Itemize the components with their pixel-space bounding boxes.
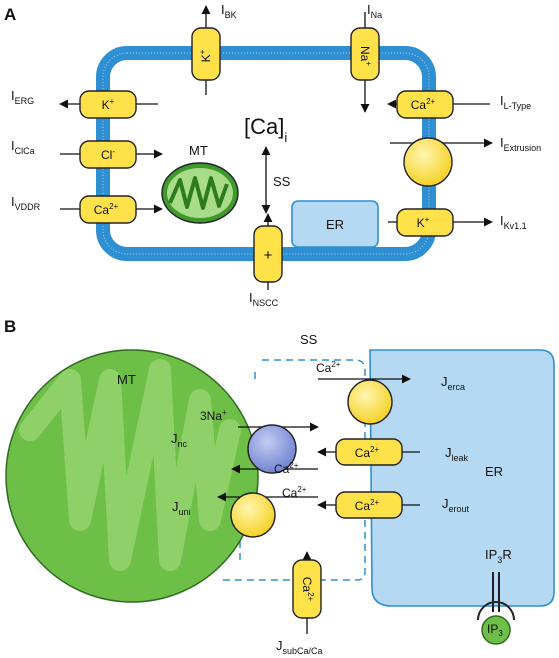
vddr-channel: Ca2+ xyxy=(60,195,163,224)
uni-pump xyxy=(217,492,318,538)
i-erg-label: IERG xyxy=(11,88,34,106)
bk-ion-label: K+ xyxy=(198,49,213,62)
panel-a-letter: A xyxy=(4,5,16,24)
erout-ion-label: Ca2+ xyxy=(355,498,380,513)
ss-dashed-region xyxy=(220,359,366,581)
ss-label-a: SS xyxy=(273,174,291,189)
ss-label-b: SS xyxy=(300,332,318,347)
ip3r-label: IP3R xyxy=(485,547,512,565)
ltype-channel: Ca2+ xyxy=(387,90,490,119)
j-nc-label: Jnc xyxy=(171,431,188,449)
i-extrusion-label: IExtrusion xyxy=(500,135,541,153)
ca-i-label: [Ca]i xyxy=(244,114,287,145)
panel-b-letter: B xyxy=(4,317,16,336)
er-a xyxy=(291,200,379,248)
kv-ion-label: K+ xyxy=(417,215,430,230)
ltype-ion-label: Ca2+ xyxy=(411,97,436,112)
ip3-receptor xyxy=(477,572,515,645)
nc-exchanger xyxy=(231,422,319,474)
kv-channel: K+ xyxy=(388,208,493,237)
mitochondrion-b xyxy=(5,349,259,603)
erca-ion-label: Ca2+ xyxy=(316,360,341,375)
erg-channel: K+ xyxy=(59,90,158,119)
extrusion-pump xyxy=(390,137,493,187)
mt-label-b: MT xyxy=(117,372,136,387)
j-leak-label: Jleak xyxy=(445,445,469,463)
i-na-label: INa xyxy=(367,2,382,20)
leak-ion-label: Ca2+ xyxy=(355,445,380,460)
erca-pump xyxy=(318,374,411,425)
na-channel: Na+ xyxy=(350,12,380,113)
subca-channel: Ca2+ xyxy=(292,551,322,634)
er-label-b: ER xyxy=(485,464,503,479)
leak-channel: Ca2+ xyxy=(317,438,420,466)
nscc-ion-label: + xyxy=(264,247,273,264)
i-ltype-label: IL-Type xyxy=(500,93,531,111)
vddr-ion-label: Ca2+ xyxy=(94,202,119,217)
nscc-channel: + xyxy=(253,213,283,290)
i-bk-label: IBK xyxy=(221,2,237,20)
clca-channel: Cl- xyxy=(60,140,163,169)
er-label-a: ER xyxy=(326,217,344,232)
erg-ion-label: K+ xyxy=(102,97,115,112)
i-kv-label: IKv1.1 xyxy=(500,213,527,231)
uni-ca-label: Ca2+ xyxy=(282,485,307,500)
i-nscc-label: INSCC xyxy=(249,290,279,308)
bk-channel: K+ xyxy=(191,5,221,95)
erout-channel: Ca2+ xyxy=(317,491,420,519)
j-uni-label: Juni xyxy=(172,499,191,517)
j-subca-label: JsubCa/Ca xyxy=(276,638,323,656)
clca-ion-label: Cl- xyxy=(101,147,115,162)
subca-ion-label: Ca2+ xyxy=(300,577,315,602)
er-b xyxy=(369,349,555,607)
ip3-label: IP3 xyxy=(487,622,503,638)
nc-ca-label: Ca2+ xyxy=(274,461,299,476)
i-clca-label: IClCa xyxy=(11,138,35,156)
i-vddr-label: IVDDR xyxy=(11,194,41,212)
mt-label-a: MT xyxy=(189,143,208,158)
j-erca-label: Jerca xyxy=(441,374,465,392)
mitochondrion-a xyxy=(161,162,239,224)
j-erout-label: Jerout xyxy=(442,496,470,514)
na-ion-label: Na+ xyxy=(358,46,373,66)
nc-na-label: 3Na+ xyxy=(200,408,227,423)
